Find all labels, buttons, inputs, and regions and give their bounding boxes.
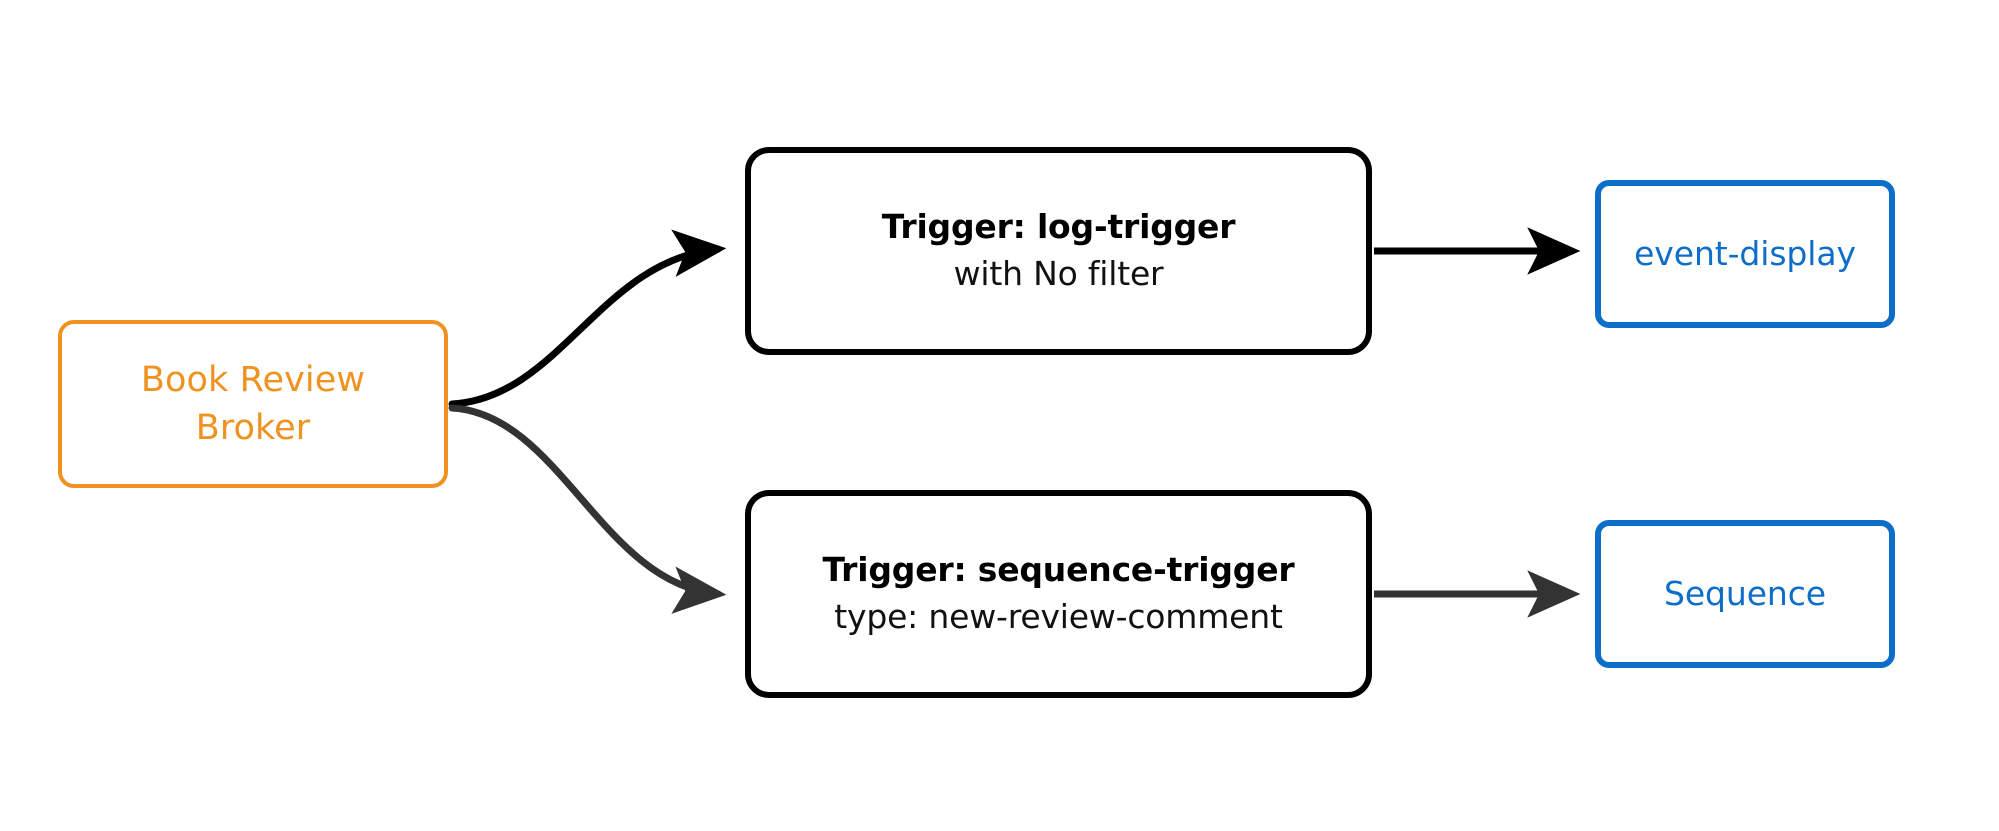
trigger-sequence-subtitle: type: new-review-comment [834,597,1283,636]
trigger-sequence-title: Trigger: sequence-trigger [822,550,1295,589]
node-book-review-broker[interactable]: Book Review Broker [58,320,448,488]
edge-broker-to-log-trigger [448,229,727,408]
sink-event-display-label: event-display [1634,234,1856,273]
trigger-log-subtitle: with No filter [953,254,1164,293]
node-trigger-sequence-trigger[interactable]: Trigger: sequence-trigger type: new-revi… [745,490,1372,698]
broker-label-line1: Book Review [140,360,366,400]
node-sink-sequence[interactable]: Sequence [1595,520,1895,668]
node-trigger-log-trigger[interactable]: Trigger: log-trigger with No filter [745,147,1372,355]
trigger-log-title: Trigger: log-trigger [881,207,1236,246]
broker-label-line2: Broker [195,408,311,448]
node-sink-event-display[interactable]: event-display [1595,180,1895,328]
sink-sequence-label: Sequence [1664,574,1826,613]
edge-broker-to-sequence-trigger [448,404,727,614]
